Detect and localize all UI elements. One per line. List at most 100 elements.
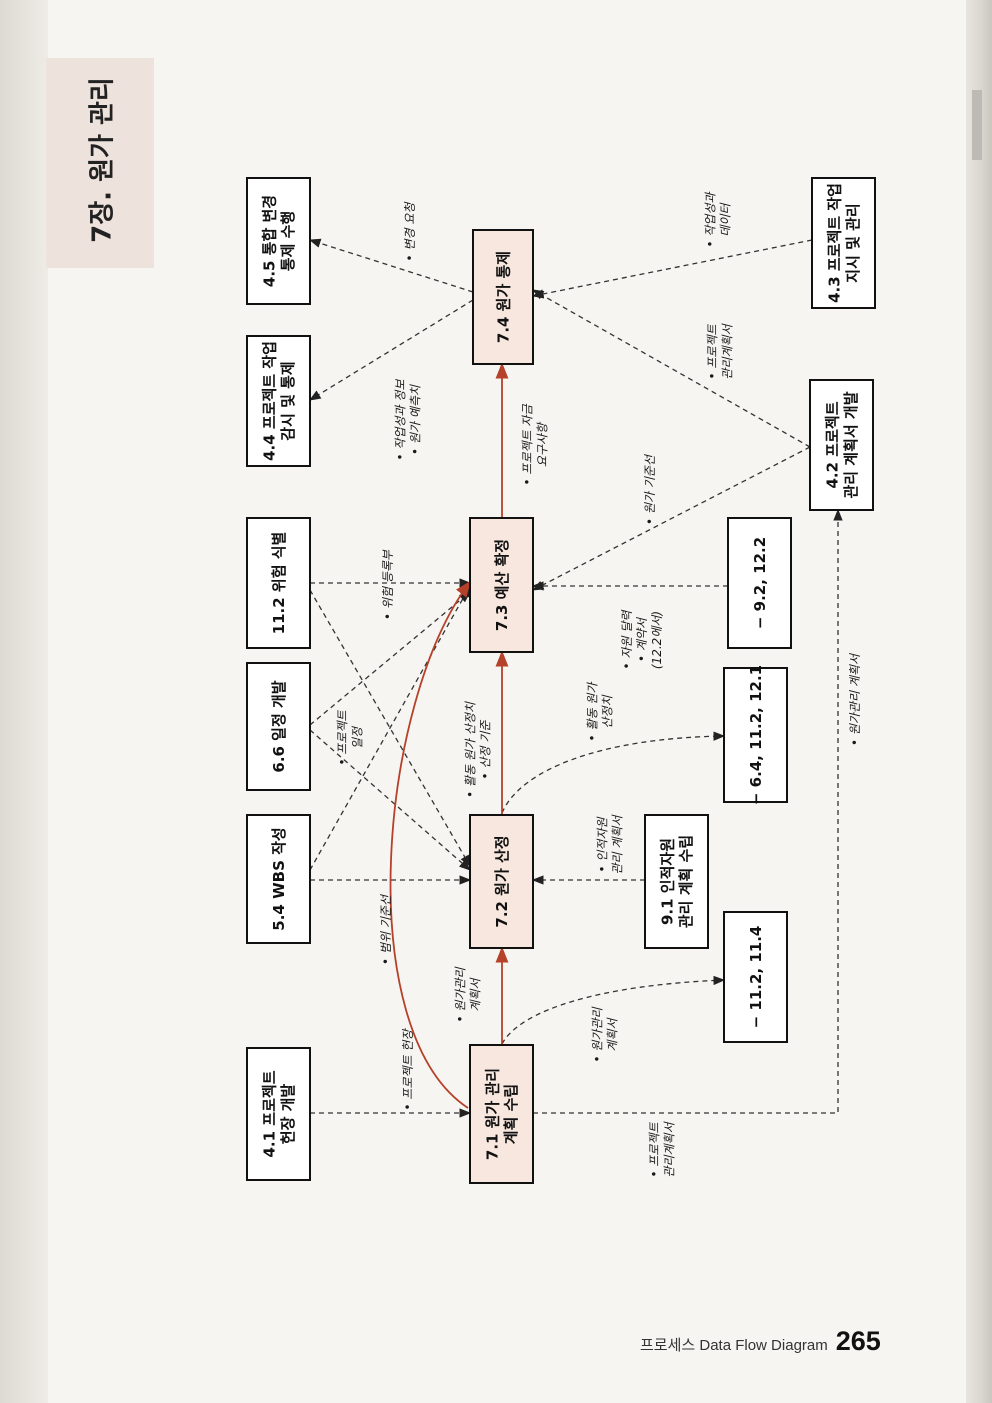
text-line: • 원가관리	[591, 1007, 605, 1063]
external-112: 11.2 위험 식별	[246, 517, 311, 649]
ref-box-2: − 6.4, 11.2, 12.1	[723, 665, 788, 805]
flow-baseline	[531, 446, 811, 591]
flow-wpi	[309, 299, 474, 401]
page-number: 265	[835, 1326, 881, 1356]
label-funding: • 프로젝트 자금요구사항	[521, 404, 550, 486]
box-label: 7.3 예산 확정	[493, 539, 511, 631]
text-line: 지시 및 관리	[844, 203, 862, 282]
text-line: • 원가 기준선	[643, 453, 657, 525]
external-43: 4.3 프로젝트 작업지시 및 관리	[811, 177, 876, 309]
box-label: 7.1 원가 관리계획 수립	[483, 1068, 520, 1160]
text-line: 7.3 예산 확정	[493, 539, 511, 631]
text-line: 관리계획서	[663, 1120, 677, 1177]
text-line: 7.4 원가 통제	[494, 251, 512, 343]
external-45: 4.5 통합 변경통제 수행	[246, 177, 311, 305]
label-plan-out: • 원가관리계획서	[591, 1007, 620, 1063]
box-label: 4.3 프로젝트 작업지시 및 관리	[825, 183, 862, 303]
text-line: 산정치	[601, 694, 615, 728]
label-cost-baseline: • 원가 기준선	[643, 453, 657, 525]
box-label: 4.1 프로젝트헌장 개발	[260, 1070, 297, 1157]
text-line: − 6.4, 11.2, 12.1	[747, 665, 765, 805]
flow-schedule-budget	[309, 591, 471, 726]
external-41: 4.1 프로젝트헌장 개발	[246, 1047, 311, 1181]
box-label: 7.4 원가 통제	[494, 251, 512, 343]
text-line: 관리 계획서 개발	[842, 391, 860, 498]
text-line: 4.3 프로젝트 작업	[825, 183, 843, 303]
page-edge	[966, 0, 992, 1403]
external-54: 5.4 WBS 작성	[246, 814, 311, 944]
flow-plan-to-pmp	[533, 508, 843, 1114]
box-label: 11.2 위험 식별	[270, 532, 288, 635]
text-line: 계획서	[606, 1016, 620, 1051]
label-pmp-control: • 프로젝트관리계획서	[706, 322, 735, 379]
text-line: 관리 계획서	[611, 814, 625, 875]
flow-pmp-control	[531, 289, 811, 448]
footer-label: 프로세스 Data Flow Diagram	[640, 1337, 828, 1354]
text-line: 요구사항	[536, 421, 550, 467]
label-plan-72: • 원가관리계획서	[454, 967, 483, 1023]
external-42: 4.2 프로젝트관리 계획서 개발	[809, 379, 874, 511]
label-risk-register: • 위험 등록부	[381, 549, 395, 620]
ref-box-1: − 11.2, 11.4	[723, 911, 788, 1043]
text-line: • 작업성과 정보	[394, 379, 408, 461]
text-line: 4.1 프로젝트	[260, 1070, 278, 1157]
label-activity-estimates: • 활동 원가 산정치• 산정 기준	[464, 701, 493, 798]
text-line: 계획서	[469, 976, 483, 1011]
text-line: 9.1 인적자원	[658, 838, 676, 925]
text-line: • 활동 원가 산정치	[464, 701, 478, 798]
label-hr-plan: • 인적자원관리 계획서	[596, 814, 625, 875]
text-line: • 프로젝트	[336, 710, 350, 766]
text-line: 4.2 프로젝트	[823, 401, 841, 488]
text-line: • 프로젝트 자금	[521, 404, 535, 486]
text-line: 5.4 WBS 작성	[270, 827, 288, 930]
process-72: 7.2 원가 산정	[469, 814, 534, 949]
text-line: 7.2 원가 산정	[493, 835, 511, 927]
text-line: 4.5 통합 변경	[260, 195, 278, 287]
external-91: 9.1 인적자원관리 계획 수립	[644, 814, 709, 949]
flow-change	[308, 238, 474, 293]
text-line: • 계약서	[635, 616, 649, 662]
process-74: 7.4 원가 통제	[472, 229, 534, 365]
external-66: 6.6 일정 개발	[246, 662, 311, 791]
label-activity-estimates-out: • 활동 원가산정치	[586, 681, 615, 742]
flow-scope-baseline	[389, 580, 471, 1109]
box-label: 7.2 원가 산정	[493, 835, 511, 927]
text-line: • 산정 기준	[479, 720, 493, 780]
text-line: • 변경 요청	[403, 201, 417, 262]
flow-risk-cost-est	[309, 589, 471, 868]
external-44: 4.4 프로젝트 작업감시 및 통제	[246, 335, 311, 467]
flow-wpd	[531, 239, 813, 299]
label-change-requests: • 변경 요청	[403, 201, 417, 262]
process-71: 7.1 원가 관리계획 수립	[469, 1044, 534, 1184]
text-line: • 작업성과	[704, 192, 718, 248]
text-line: − 9.2, 12.2	[751, 537, 769, 629]
box-label: − 6.4, 11.2, 12.1	[747, 665, 765, 805]
text-line: 관리계획서	[721, 322, 735, 379]
label-work-performance-data: • 작업성과데이터	[704, 192, 733, 248]
box-label: 6.6 일정 개발	[270, 680, 288, 772]
box-label: 4.4 프로젝트 작업감시 및 통제	[260, 341, 297, 461]
label-work-performance-info: • 작업성과 정보• 원가 예측치	[394, 379, 423, 461]
text-line: 데이터	[719, 201, 733, 236]
label-scope-baseline: • 범위 기준선	[379, 893, 393, 965]
ref-box-3: − 9.2, 12.2	[727, 517, 792, 649]
text-line: 감시 및 통제	[279, 361, 297, 440]
text-line: 11.2 위험 식별	[270, 532, 288, 635]
text-line: 7.1 원가 관리	[483, 1068, 501, 1160]
box-label: − 9.2, 12.2	[751, 537, 769, 629]
box-label: 4.5 통합 변경통제 수행	[260, 195, 297, 287]
text-line: • 활동 원가	[586, 681, 600, 742]
flow-estimates-out	[501, 731, 726, 814]
process-73: 7.3 예산 확정	[469, 517, 534, 653]
text-line: • 원가관리 계획서	[848, 652, 862, 746]
text-line: • 인적자원	[596, 817, 610, 873]
label-charter: • 프로젝트 헌장	[401, 1028, 415, 1111]
text-line: 일정	[351, 725, 365, 749]
text-line: • 프로젝트	[706, 324, 720, 380]
text-line: 헌장 개발	[279, 1084, 297, 1145]
text-line: • 원가관리	[454, 967, 468, 1023]
box-label: 5.4 WBS 작성	[270, 827, 288, 930]
box-label: − 11.2, 11.4	[747, 926, 765, 1029]
text-line: • 위험 등록부	[381, 549, 395, 620]
